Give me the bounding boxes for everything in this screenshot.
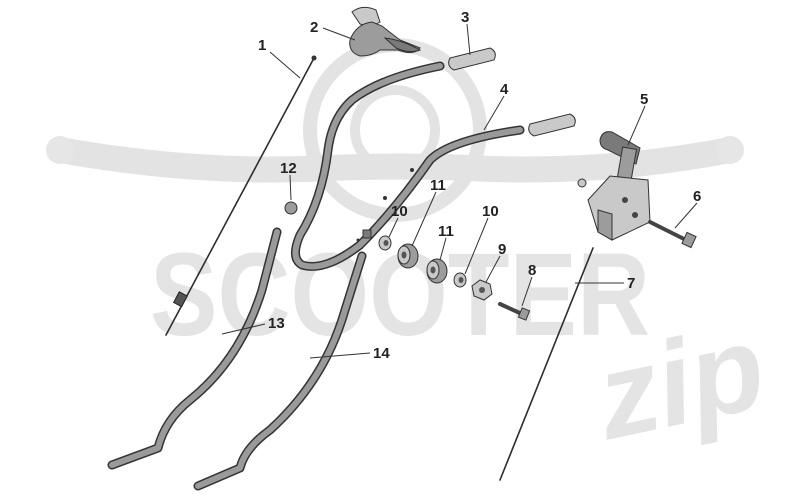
part-5-hole-b xyxy=(632,212,638,218)
callout-13: 13 xyxy=(268,315,285,332)
part-5-nut xyxy=(577,178,587,188)
part-7-rod xyxy=(499,247,594,481)
part-1-end-top xyxy=(311,55,317,61)
leader-11b xyxy=(439,237,447,261)
part-13-lower-tube xyxy=(107,227,282,470)
leader-4 xyxy=(483,95,505,131)
part-3-grip xyxy=(448,47,496,71)
callout-12: 12 xyxy=(280,160,297,177)
part-10b-hole xyxy=(458,277,464,283)
leader-6 xyxy=(674,202,698,229)
watermark-knob-right xyxy=(716,136,744,164)
part-10-washer-b xyxy=(453,272,467,288)
part-8-bolt xyxy=(498,302,531,321)
small-screw-dot xyxy=(356,238,360,242)
part-4-handle-tube xyxy=(291,61,525,271)
part-6-shank xyxy=(648,220,688,242)
part-6-head xyxy=(681,231,697,249)
leader-9 xyxy=(485,255,501,283)
grip-right xyxy=(528,113,576,137)
part-5-hole-a xyxy=(622,197,628,203)
part-1-cable xyxy=(165,55,317,336)
part-12-body xyxy=(284,201,298,215)
callout-9: 9 xyxy=(498,241,506,258)
leader-13 xyxy=(221,323,266,335)
callout-5: 5 xyxy=(640,91,648,108)
leader-2 xyxy=(322,27,356,41)
part-11a-hole xyxy=(401,251,407,259)
part-2-lever xyxy=(349,6,422,57)
callout-8: 8 xyxy=(528,262,536,279)
part-13-fill xyxy=(109,229,280,468)
part-4-hole-a xyxy=(383,196,387,200)
watermark-knob-left xyxy=(46,136,74,164)
leader-14 xyxy=(309,352,371,359)
watermark-emblem-core xyxy=(350,85,440,175)
callout-3: 3 xyxy=(461,9,469,26)
callout-labels: 1 2 3 4 5 6 7 8 9 10 10 11 11 12 13 14 xyxy=(258,9,701,362)
part-7-cable xyxy=(499,247,594,481)
part-9-nut xyxy=(471,279,493,301)
grip-right-body xyxy=(528,113,576,137)
callout-4: 4 xyxy=(500,81,509,98)
leader-8 xyxy=(521,276,533,307)
part-9-hole xyxy=(479,287,485,293)
part-5-side xyxy=(597,209,613,241)
small-screw-body xyxy=(362,229,372,239)
callout-10a: 10 xyxy=(391,203,408,220)
leader-5 xyxy=(627,105,646,146)
part-11-bushing-a xyxy=(397,243,419,269)
callout-14: 14 xyxy=(373,345,390,362)
part-12-spacer xyxy=(284,201,298,215)
part-10-washer-a xyxy=(378,235,392,251)
part-3-grip-left xyxy=(448,47,496,71)
small-screw xyxy=(356,229,372,242)
part-10a-hole xyxy=(383,240,389,246)
part-14-lower-tube xyxy=(193,251,367,491)
leader-11a xyxy=(411,191,437,247)
part-2-lever-arm xyxy=(383,37,422,53)
callout-11a: 11 xyxy=(430,177,446,194)
part-8-head xyxy=(517,307,531,321)
leader-12 xyxy=(289,174,292,201)
callout-11b: 11 xyxy=(438,223,454,240)
part-1-rod xyxy=(165,57,315,336)
part-11-bushing-b xyxy=(426,258,448,284)
callout-10b: 10 xyxy=(482,203,499,220)
callout-7: 7 xyxy=(627,275,635,292)
part-4-hole-b xyxy=(410,168,414,172)
part-14-fill xyxy=(195,253,365,489)
callout-1: 1 xyxy=(258,37,266,54)
part-5-throttle-control xyxy=(577,131,651,241)
leader-1 xyxy=(269,51,301,79)
part-6-bolt xyxy=(648,220,697,249)
part-1-ferrule xyxy=(172,291,188,308)
leader-10b xyxy=(464,217,489,275)
part-11b-hole xyxy=(430,266,436,274)
leader-10a xyxy=(388,217,399,238)
part-4-tube-fill xyxy=(292,63,523,270)
leader-3 xyxy=(466,23,471,56)
callout-6: 6 xyxy=(693,188,701,205)
callout-2: 2 xyxy=(310,19,318,36)
leader-lines xyxy=(221,23,698,359)
part-8-shank xyxy=(498,302,524,316)
